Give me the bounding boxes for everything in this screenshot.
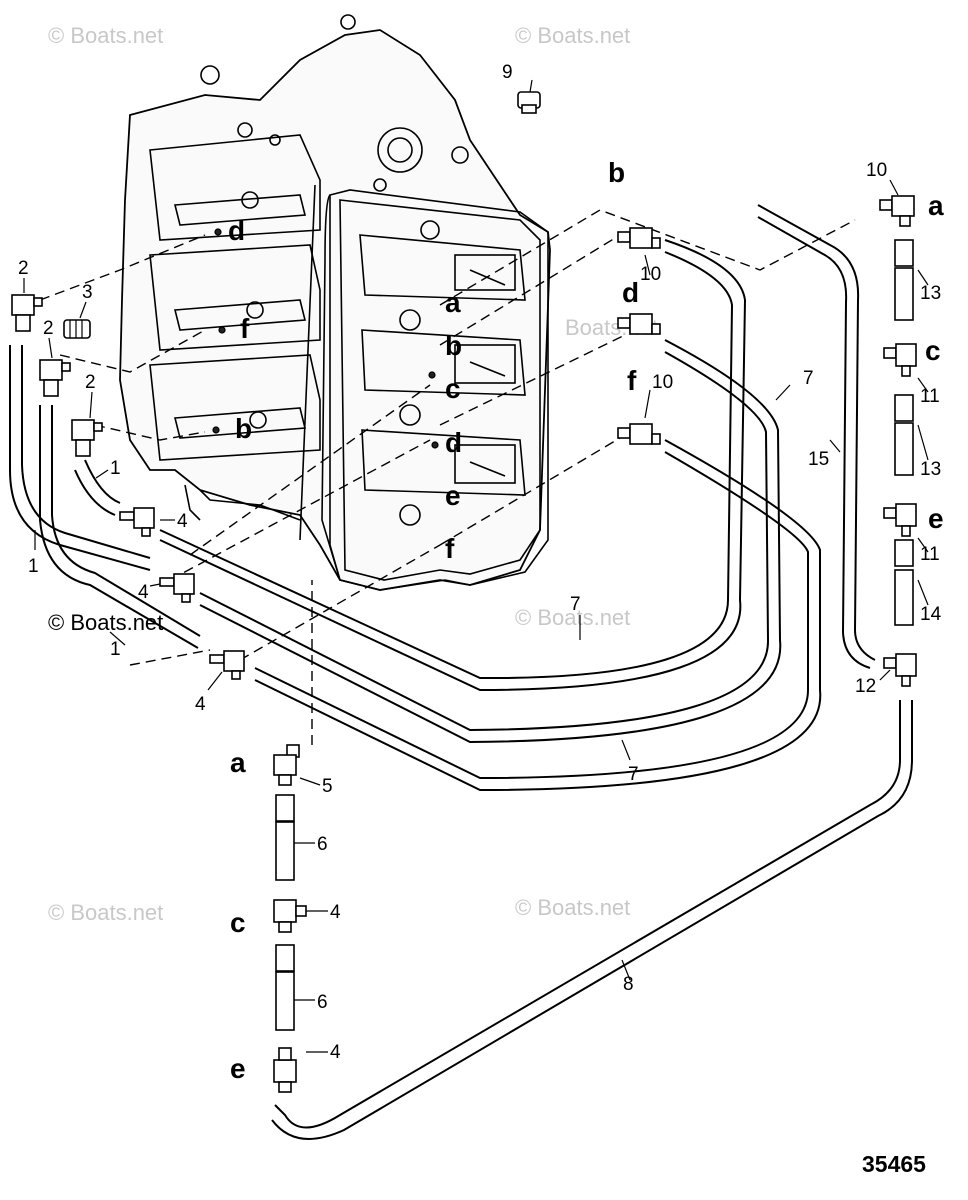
letter-side-b: b xyxy=(445,330,462,361)
callout-10b: 10 xyxy=(652,372,673,393)
letter-bottom-c: c xyxy=(230,907,246,938)
callout-4a: 4 xyxy=(177,511,188,532)
callout-11b: 11 xyxy=(920,544,940,565)
plug-3 xyxy=(63,319,91,339)
leader-lines xyxy=(23,79,929,1053)
callout-4c: 4 xyxy=(195,694,206,715)
callout-14: 14 xyxy=(920,604,942,625)
callout-11a: 11 xyxy=(920,386,940,407)
callout-7c: 7 xyxy=(628,764,639,785)
letter-engine-f: f xyxy=(240,313,250,344)
callout-1b: 1 xyxy=(28,556,39,577)
routing-dash-lines xyxy=(39,209,856,745)
callout-4b: 4 xyxy=(138,582,149,603)
elbow-fitting-10d xyxy=(879,195,915,227)
tee-fitting-4b xyxy=(159,573,195,603)
letter-side-e: e xyxy=(445,480,461,511)
letter-far-e: e xyxy=(928,503,944,534)
elbow-fitting-2a xyxy=(11,294,43,332)
callout-7b: 7 xyxy=(570,594,581,615)
elbow-fitting-10c xyxy=(617,423,661,445)
figure-number: 35465 xyxy=(862,1151,926,1177)
callout-13b: 13 xyxy=(920,459,941,480)
letter-far-c: c xyxy=(925,335,941,366)
letter-engine-b: b xyxy=(235,413,252,444)
letter-right-f: f xyxy=(627,365,637,396)
tee-fitting-4a xyxy=(119,507,155,537)
elbow-fitting-2b xyxy=(39,359,71,397)
letter-side-d: d xyxy=(445,427,462,458)
callout-letters: d f b a b c d e f b d f a c e a c e xyxy=(228,157,944,1084)
callout-4e: 4 xyxy=(330,1042,341,1063)
letter-far-a: a xyxy=(928,190,944,221)
elbow-fitting-10a xyxy=(617,227,661,249)
watermark-bottom-right: © Boats.net xyxy=(515,895,630,920)
letter-side-f: f xyxy=(445,533,455,564)
callout-8: 8 xyxy=(623,974,634,995)
callout-4d: 4 xyxy=(330,902,341,923)
bottom-tube-stack xyxy=(273,744,307,1093)
letter-top-b: b xyxy=(608,157,625,188)
fittings xyxy=(11,91,917,1093)
letter-bottom-e: e xyxy=(230,1053,246,1084)
letter-right-d: d xyxy=(622,277,639,308)
callout-15: 15 xyxy=(808,449,829,470)
callout-2c: 2 xyxy=(85,372,96,393)
elbow-fitting-2c xyxy=(71,419,103,457)
callout-2a: 2 xyxy=(18,258,29,279)
watermark-bottom-left: © Boats.net xyxy=(48,900,163,925)
callout-7a: 7 xyxy=(803,368,814,389)
far-right-tube-stack xyxy=(883,239,917,687)
callout-6b: 6 xyxy=(317,992,328,1013)
tee-fitting-4c xyxy=(209,650,245,680)
callout-1a: 1 xyxy=(110,458,121,479)
elbow-fitting-10b xyxy=(617,313,661,335)
callout-1c: 1 xyxy=(110,639,121,660)
plug-9 xyxy=(517,91,541,114)
watermark-middle-left: © Boats.net xyxy=(48,610,163,635)
engine-block xyxy=(119,14,551,591)
letter-bottom-a: a xyxy=(230,747,246,778)
callout-9: 9 xyxy=(502,62,513,83)
callout-6a: 6 xyxy=(317,834,328,855)
callout-5: 5 xyxy=(322,776,333,797)
watermark-middle-right: © Boats.net xyxy=(515,605,630,630)
callout-12: 12 xyxy=(855,676,876,697)
callout-13a: 13 xyxy=(920,283,941,304)
callout-numbers: 2 2 2 3 1 1 1 4 4 4 5 6 4 6 4 9 10 10 10… xyxy=(18,62,942,1063)
letter-engine-d: d xyxy=(228,215,245,246)
callout-10c: 10 xyxy=(866,160,887,181)
callout-3: 3 xyxy=(82,282,93,303)
callout-2b: 2 xyxy=(43,318,54,339)
letter-side-c: c xyxy=(445,373,461,404)
hoses xyxy=(9,204,913,1140)
watermark-top-right: © Boats.net xyxy=(515,23,630,48)
watermark-top-left: © Boats.net xyxy=(48,23,163,48)
letter-side-a: a xyxy=(445,287,461,318)
callout-10a: 10 xyxy=(640,264,661,285)
